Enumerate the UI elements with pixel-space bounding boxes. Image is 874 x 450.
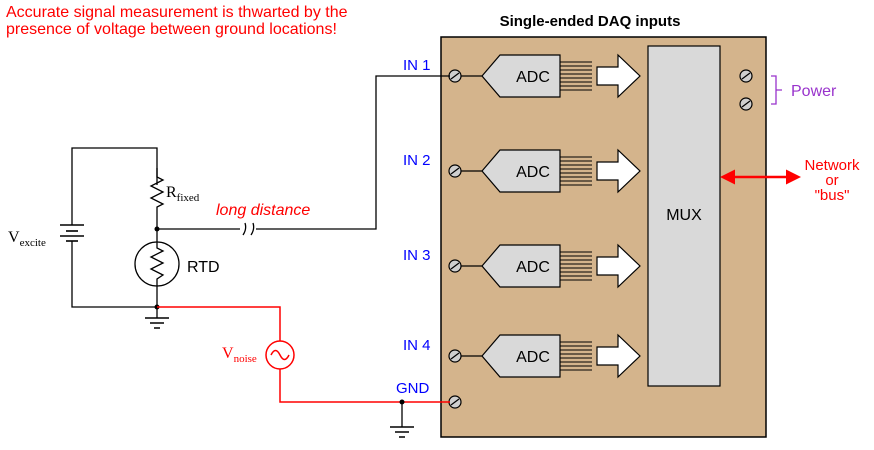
adc-output-lines-3 (560, 251, 592, 281)
v-excite-main: V (8, 229, 20, 246)
rtd-resistor (149, 241, 165, 286)
noise-wire-bottom (279, 369, 450, 403)
power-bracket (771, 75, 782, 105)
warning-note: Accurate signal measurement is thwarted … (6, 4, 348, 38)
power-label: Power (791, 83, 837, 100)
input-label-3: IN 3 (403, 247, 431, 264)
adc-block-4 (481, 334, 561, 378)
data-arrow-2 (596, 148, 641, 194)
v-noise-sub: noise (234, 353, 257, 365)
channel-2: IN 2 ADC (403, 148, 641, 194)
wire-break-symbol (242, 222, 255, 236)
adc-label-2: ADC (516, 164, 550, 181)
daq-title: Single-ended DAQ inputs (500, 13, 681, 30)
mux-block (647, 45, 721, 387)
adc-output-lines-1 (560, 61, 592, 91)
adc-label-1: ADC (516, 69, 550, 86)
adc-label-3: ADC (516, 259, 550, 276)
adc-block-2 (481, 149, 561, 193)
input-screw-terminal-1 (448, 69, 462, 83)
data-arrow-3 (596, 243, 641, 289)
channel-3: IN 3 ADC (403, 243, 641, 289)
input-label-4: IN 4 (403, 337, 431, 354)
adc-block-1 (481, 54, 561, 98)
rtd-label: RTD (187, 259, 220, 276)
noise-wire-top (157, 306, 281, 341)
signal-wire-to-in1 (256, 75, 450, 230)
data-arrow-1 (596, 53, 641, 99)
r-fixed-main: R (166, 184, 177, 201)
gnd-label: GND (396, 380, 430, 397)
power-screw-terminal-1 (739, 69, 753, 83)
ac-sine-icon (270, 349, 290, 361)
battery-symbol (60, 220, 84, 246)
input-screw-terminal-3 (448, 259, 462, 273)
r-fixed-resistor (149, 168, 165, 229)
channel-1: IN 1 ADC (403, 53, 641, 99)
bottom-wire (71, 246, 157, 308)
input-label-2: IN 2 (403, 152, 431, 169)
r-fixed-sub: fixed (177, 192, 200, 204)
v-excite-sub: excite (20, 237, 46, 249)
ground-symbol-right (390, 426, 414, 438)
adc-channels: IN 1 ADC IN 2 ADC IN 3 ADC IN 4 ADC (403, 53, 641, 379)
v-noise-main: V (222, 345, 234, 362)
power-screw-terminal-2 (739, 97, 753, 111)
adc-output-lines-4 (560, 341, 592, 371)
r-fixed-label: Rfixed (166, 184, 200, 204)
mux-label: MUX (666, 207, 702, 224)
input-screw-terminal-2 (448, 164, 462, 178)
v-noise-label: Vnoise (222, 345, 257, 365)
v-excite-label: Vexcite (8, 229, 46, 249)
adc-block-3 (481, 244, 561, 288)
adc-output-lines-2 (560, 156, 592, 186)
top-wire (71, 147, 158, 220)
input-screw-terminal-4 (448, 349, 462, 363)
gnd-screw-terminal (448, 395, 462, 409)
adc-label-4: ADC (516, 349, 550, 366)
ground-symbol-left (145, 317, 169, 329)
network-label-2: or (825, 172, 838, 189)
network-label-1: Network (804, 157, 860, 174)
long-distance-label: long distance (216, 202, 310, 219)
input-label-1: IN 1 (403, 57, 431, 74)
data-arrow-4 (596, 333, 641, 379)
channel-4: IN 4 ADC (403, 333, 641, 379)
network-label-3: "bus" (815, 187, 850, 204)
